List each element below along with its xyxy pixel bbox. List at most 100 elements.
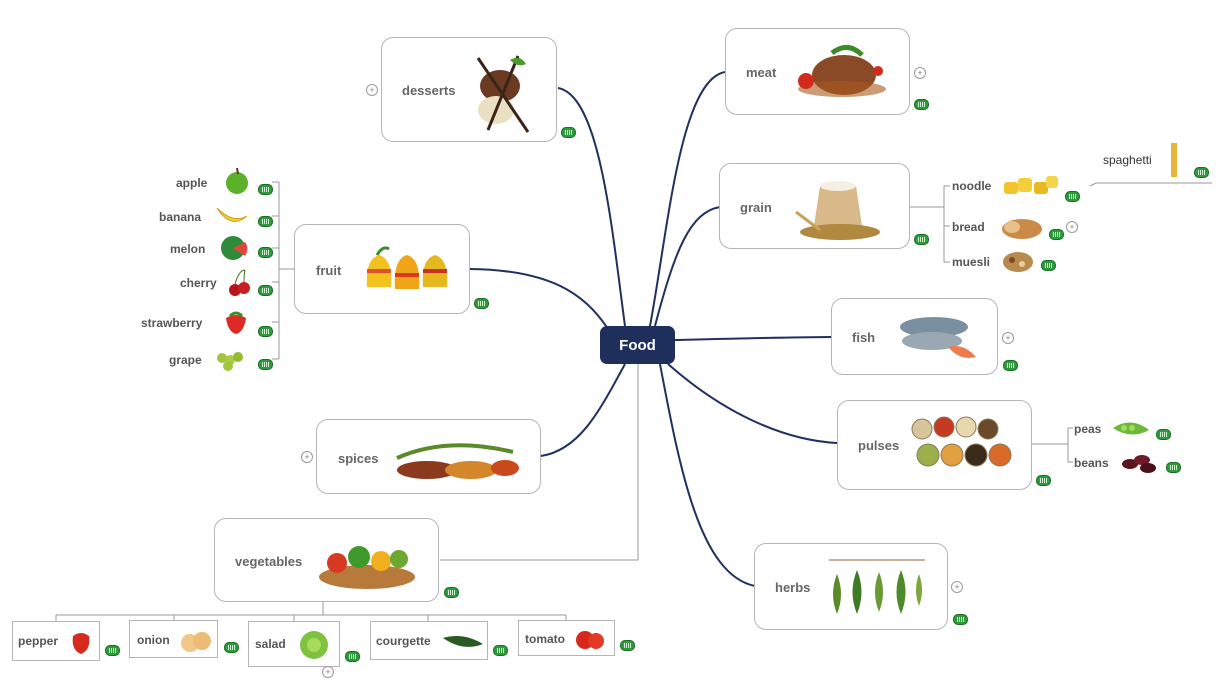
fish-note-icon[interactable] [1003, 360, 1018, 371]
node-fruit[interactable]: fruit [294, 224, 470, 314]
fruit-item-strawberry[interactable]: strawberry [141, 316, 203, 330]
meat-note-icon[interactable] [914, 99, 929, 110]
pulses-note-icon[interactable] [1036, 475, 1051, 486]
muesli-image [1003, 252, 1033, 272]
desserts-note-icon[interactable] [561, 127, 576, 138]
grape-note-icon[interactable] [258, 359, 273, 370]
spaghetti-image [1171, 143, 1177, 177]
expand-spices-button[interactable]: + [301, 451, 313, 463]
node-grain[interactable]: grain [719, 163, 910, 249]
hanging-herbs-image [829, 559, 925, 614]
fish-image [900, 317, 976, 358]
node-pulses[interactable]: pulses [837, 400, 1032, 490]
node-label: fish [852, 330, 876, 345]
pulses-item-beans[interactable]: beans [1074, 456, 1109, 470]
expand-salad-button[interactable]: + [322, 666, 334, 678]
peas-image [1113, 422, 1149, 435]
strawberry-image [226, 311, 246, 334]
bread-image [1002, 219, 1042, 239]
noodle-item-spaghetti[interactable]: spaghetti [1103, 153, 1152, 167]
apple-image [226, 167, 248, 194]
node-label: courgette [376, 634, 431, 648]
node-vegetables[interactable]: vegetables [214, 518, 439, 602]
grape-image [217, 352, 243, 371]
root-node-food[interactable]: Food [600, 326, 675, 364]
peas-note-icon[interactable] [1156, 429, 1171, 440]
node-label: herbs [775, 580, 811, 595]
noodle-note-icon[interactable] [1065, 191, 1080, 202]
ice-cream-image [476, 55, 530, 133]
pulses-sacks-image [911, 416, 1012, 467]
herbs-note-icon[interactable] [953, 614, 968, 625]
expand-herbs-button[interactable]: + [951, 581, 963, 593]
grain-item-bread[interactable]: bread [952, 220, 985, 234]
banana-image [216, 207, 248, 222]
strawberry-note-icon[interactable] [258, 326, 273, 337]
fruit-item-grape[interactable]: grape [169, 353, 202, 367]
node-label: pepper [18, 634, 59, 648]
fruit-item-cherry[interactable]: cherry [180, 276, 217, 290]
fruit-note-icon[interactable] [474, 298, 489, 309]
grain-item-muesli[interactable]: muesli [952, 255, 991, 269]
melon-image [221, 236, 248, 260]
node-label: salad [255, 637, 286, 651]
fruit-item-banana[interactable]: banana [159, 210, 202, 224]
courgette-note-icon[interactable] [493, 645, 508, 656]
tomato-image [576, 631, 604, 649]
banana-note-icon[interactable] [258, 216, 273, 227]
melon-note-icon[interactable] [258, 247, 273, 258]
node-desserts[interactable]: desserts [381, 37, 557, 142]
grain-note-icon[interactable] [914, 234, 929, 245]
node-label: spices [338, 451, 379, 466]
expand-fish-button[interactable]: + [1002, 332, 1014, 344]
node-fish[interactable]: fish [831, 298, 998, 375]
steak-image [798, 45, 886, 97]
veg-item-tomato[interactable]: tomato [518, 620, 615, 656]
fruit-item-melon[interactable]: melon [170, 242, 206, 256]
veg-item-pepper[interactable]: pepper [12, 621, 100, 661]
onion-note-icon[interactable] [224, 642, 239, 653]
node-label: grain [740, 200, 772, 215]
expand-meat-button[interactable]: + [914, 67, 926, 79]
salad-note-icon[interactable] [345, 651, 360, 662]
grain-item-noodle[interactable]: noodle [952, 179, 992, 193]
salad-image [300, 631, 328, 659]
node-label: onion [137, 633, 170, 647]
beans-note-icon[interactable] [1166, 462, 1181, 473]
node-label: meat [746, 65, 777, 80]
muesli-note-icon[interactable] [1041, 260, 1056, 271]
vegetables-basket-image [319, 546, 415, 589]
bread-note-icon[interactable] [1049, 229, 1064, 240]
node-label: desserts [402, 83, 456, 98]
expand-bread-button[interactable]: + [1066, 221, 1078, 233]
noodle-image [1004, 176, 1058, 194]
veg-item-onion[interactable]: onion [129, 620, 218, 658]
fruit-item-apple[interactable]: apple [176, 176, 208, 190]
node-label: fruit [316, 263, 342, 278]
veg-item-courgette[interactable]: courgette [370, 621, 488, 660]
node-spices[interactable]: spices [316, 419, 541, 494]
pepper-note-icon[interactable] [105, 645, 120, 656]
beans-image [1122, 455, 1156, 473]
node-herbs[interactable]: herbs [754, 543, 948, 630]
tomato-note-icon[interactable] [620, 640, 635, 651]
node-label: tomato [525, 632, 565, 646]
node-meat[interactable]: meat [725, 28, 910, 115]
vegetables-note-icon[interactable] [444, 587, 459, 598]
node-label: vegetables [235, 554, 303, 569]
courgette-image [443, 636, 483, 647]
cherry-note-icon[interactable] [258, 285, 273, 296]
expand-desserts-button[interactable]: + [366, 84, 378, 96]
spices-image [396, 443, 519, 479]
onion-image [181, 632, 211, 652]
apple-note-icon[interactable] [258, 184, 273, 195]
fruit-slices-image [366, 246, 448, 289]
pulses-item-peas[interactable]: peas [1074, 422, 1102, 436]
spaghetti-note-icon[interactable] [1194, 167, 1209, 178]
pepper-image [72, 633, 90, 654]
grain-sack-image [795, 181, 880, 240]
node-label: pulses [858, 438, 900, 453]
cherry-image [229, 269, 250, 296]
veg-item-salad[interactable]: salad [248, 621, 340, 667]
